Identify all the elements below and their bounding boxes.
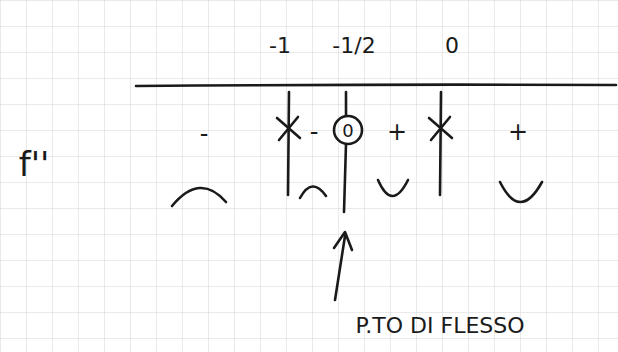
concave-up-arc [500, 182, 542, 202]
concave-down-arc [300, 186, 326, 198]
zero-mark: 0 [342, 122, 353, 140]
concave-down-arc [172, 188, 226, 206]
undefined-cross [429, 117, 452, 140]
concave-up-arc [378, 180, 408, 196]
sign-mark: - [310, 120, 319, 144]
sign-mark: - [200, 122, 209, 146]
tick-value: -1 [269, 35, 291, 57]
divider-line [288, 92, 289, 195]
sign-mark: + [508, 120, 528, 144]
tick-value: 0 [445, 35, 459, 57]
sign-mark: + [387, 120, 407, 144]
undefined-cross [277, 117, 300, 140]
function-name: f'' [19, 147, 50, 181]
number-line [136, 85, 616, 86]
divider-line [344, 92, 346, 212]
divider-line [440, 92, 441, 195]
zero-circle [334, 116, 362, 144]
tick-value: -1/2 [332, 35, 375, 57]
annotation-text: P.TO DI FLESSO [355, 315, 524, 337]
arrow-head [334, 232, 352, 250]
